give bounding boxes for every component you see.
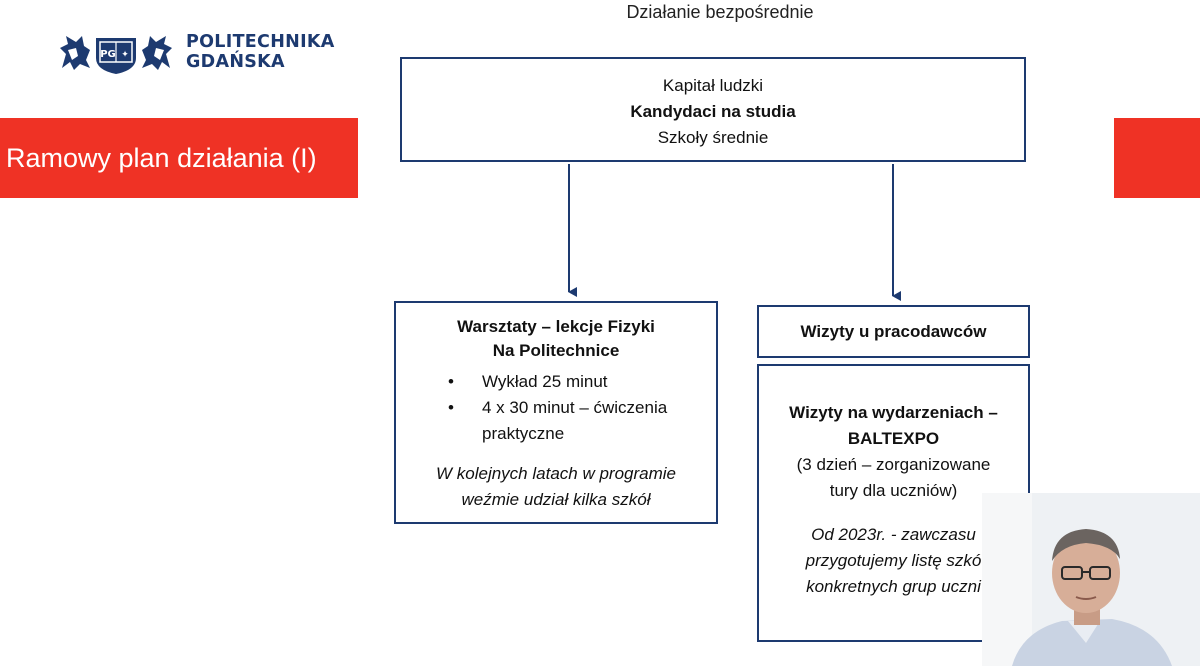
slide-title: Ramowy plan działania (I) bbox=[6, 143, 317, 173]
box-top-line-3: Szkoły średnie bbox=[657, 128, 769, 147]
bullet-icon: • bbox=[448, 398, 454, 417]
logo-wordmark: POLITECHNIKA GDAŃSKA bbox=[186, 32, 335, 72]
svg-text:PG: PG bbox=[100, 49, 116, 60]
workshops-note: W kolejnych latach w programie weźmie ud… bbox=[396, 461, 716, 513]
logo-line-1: POLITECHNIKA bbox=[186, 32, 335, 52]
event-visits-note-3: konkretnych grup uczni bbox=[806, 577, 981, 596]
workshops-title-2: Na Politechnice bbox=[492, 341, 620, 360]
box-top-line-1: Kapitał ludzki bbox=[662, 76, 764, 95]
webcam-video-overlay[interactable] bbox=[982, 493, 1200, 666]
griffins-crest-icon: PG ✦ bbox=[60, 36, 172, 74]
event-visits-note-1: Od 2023r. - zawczasu bbox=[811, 525, 976, 544]
logo-line-2: GDAŃSKA bbox=[186, 52, 285, 72]
politechnika-gdanska-logo: PG ✦ POLITECHNIKA GDAŃSKA bbox=[56, 30, 376, 74]
bullet-icon: • bbox=[448, 372, 454, 391]
presenter-video bbox=[982, 493, 1200, 666]
event-visits-sub-1: (3 dzień – zorganizowane bbox=[796, 455, 991, 474]
employer-visits-label: Wizyty u pracodawców bbox=[800, 322, 987, 341]
bullet-item: •4 x 30 minut – ćwiczenia praktyczne bbox=[396, 395, 716, 447]
title-band bbox=[0, 118, 358, 198]
box-human-capital: Kapitał ludzki Kandydaci na studia Szkoł… bbox=[400, 57, 1026, 162]
top-label: Działanie bezpośrednie bbox=[626, 2, 814, 22]
svg-text:✦: ✦ bbox=[121, 50, 129, 60]
event-visits-title-1: Wizyty na wydarzeniach – bbox=[789, 403, 998, 422]
event-visits-title-2: BALTEXPO bbox=[847, 429, 940, 448]
workshops-bullets: •Wykład 25 minut •4 x 30 minut – ćwiczen… bbox=[396, 369, 716, 447]
box-workshops: Warsztaty – lekcje Fizyki Na Politechnic… bbox=[394, 301, 718, 524]
box-top-line-2: Kandydaci na studia bbox=[630, 102, 796, 121]
event-visits-note-2: przygotujemy listę szkó bbox=[805, 551, 982, 570]
box-employer-visits: Wizyty u pracodawców bbox=[757, 305, 1030, 358]
workshops-title-1: Warsztaty – lekcje Fizyki bbox=[457, 317, 655, 336]
bullet-item: •Wykład 25 minut bbox=[396, 369, 716, 395]
workshops-note-2: weźmie udział kilka szkół bbox=[461, 490, 651, 509]
event-visits-sub-2: tury dla uczniów) bbox=[829, 481, 958, 500]
workshops-note-1: W kolejnych latach w programie bbox=[436, 464, 676, 483]
right-accent-band bbox=[1114, 118, 1200, 198]
